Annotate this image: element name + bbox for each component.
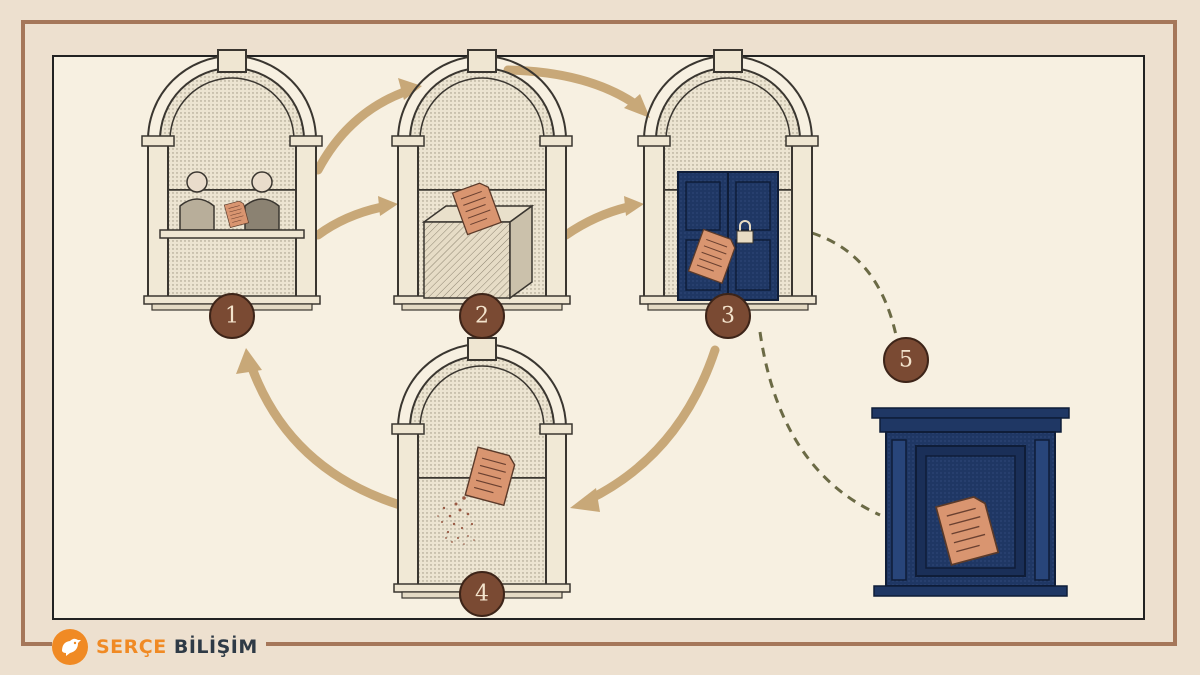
niche-4 [391, 337, 573, 599]
arrow-1-to-2-upper [313, 85, 415, 175]
sparrow-icon [52, 629, 88, 665]
arrow-1-to-2-lower [313, 202, 387, 240]
arrow-2-to-3-lower-head [624, 196, 644, 216]
person-left-icon [179, 171, 215, 231]
arrow-3-to-4 [583, 345, 720, 505]
step-number-1: 1 [225, 304, 239, 329]
dust-particles-icon [437, 496, 475, 545]
dashed-3-to-vault [758, 331, 881, 517]
niche-3 [637, 49, 819, 311]
locked-door-icon [677, 171, 779, 301]
step-badge-3: 3 [705, 293, 751, 339]
niche-2 [391, 49, 573, 311]
brand-name-part2: BİLİŞİM [173, 636, 258, 658]
step-number-2: 2 [475, 304, 489, 329]
person-right-icon [244, 171, 280, 231]
arrow-2-to-3-lower [561, 202, 633, 240]
step-number-3: 3 [721, 304, 735, 329]
brand-name-part1: SERÇE [96, 636, 167, 658]
step-badge-5: 5 [883, 337, 929, 383]
padlock-icon [736, 220, 754, 244]
arrow-4-to-1-head [236, 348, 262, 374]
arrow-1-to-2-upper-head [398, 78, 422, 100]
arrow-1-to-2-lower-head [378, 196, 398, 216]
step-number-4: 4 [475, 582, 489, 607]
step-number-5: 5 [899, 348, 913, 373]
arrow-2-to-3-upper-head [624, 94, 650, 118]
arrow-3-to-4-head [570, 488, 600, 512]
brand-name: SERÇE BİLİŞİM [96, 636, 258, 658]
step-badge-4: 4 [459, 571, 505, 617]
arrow-4-to-1 [247, 363, 405, 510]
brand-logo-area: SERÇE BİLİŞİM [52, 627, 266, 667]
flow-arrows [236, 65, 720, 512]
niche-1 [141, 49, 323, 311]
dashed-connectors [758, 231, 899, 517]
step-badge-1: 1 [209, 293, 255, 339]
step-badge-2: 2 [459, 293, 505, 339]
arrow-2-to-3-upper [503, 65, 643, 111]
dashed-3-to-5 [811, 231, 899, 341]
outer-frame [21, 20, 1177, 646]
